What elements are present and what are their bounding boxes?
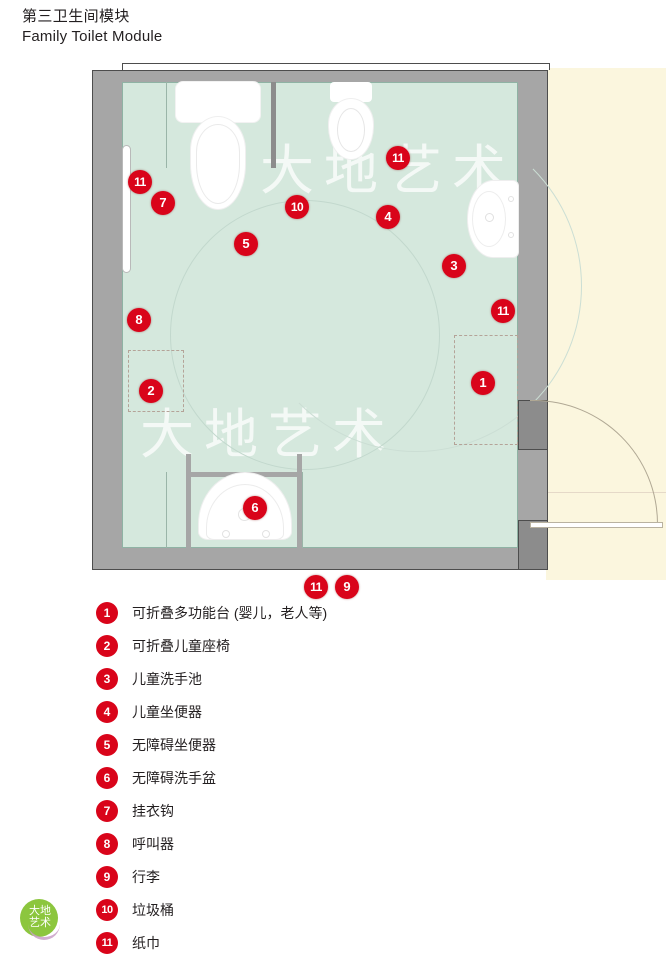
floor-divider-line-3 [302,472,303,548]
plan-marker-10: 10 [285,195,309,219]
legend-label-11: 纸巾 [132,934,160,951]
folding-child-seat-outline [128,350,184,412]
brand-logo: 大地 艺术 [20,899,62,941]
plan-marker-11: 11 [491,299,515,323]
legend-label-10: 垃圾桶 [132,901,174,918]
plan-marker-11: 11 [386,146,410,170]
logo-swoosh-icon [28,923,60,940]
door-jamb-lower [518,520,548,570]
plan-marker-5: 5 [234,232,258,256]
logo-text-line1: 大地 [29,904,51,917]
plan-marker-9: 9 [335,575,359,599]
plan-marker-8: 8 [127,308,151,332]
child-washbasin-tap-upper [508,196,514,202]
plan-marker-4: 4 [376,205,400,229]
legend-label-7: 挂衣钩 [132,802,174,819]
legend-badge-1: 1 [96,601,118,624]
accessible-washbasin-tap-left [222,530,230,538]
legend-row: 7 挂衣钩 [96,794,536,827]
legend-label-6: 无障碍洗手盆 [132,769,216,786]
floor-divider-line-2 [166,472,167,548]
washbasin-grab-bar-left [186,454,191,548]
legend-badge-8: 8 [96,832,118,855]
legend-label-9: 行李 [132,868,160,885]
legend-badge-5: 5 [96,733,118,756]
exterior-outline [122,63,550,70]
legend-row: 3 儿童洗手池 [96,662,536,695]
legend-label-5: 无障碍坐便器 [132,736,216,753]
partition-wall [271,82,276,168]
child-toilet-cistern [330,82,372,102]
legend-label-3: 儿童洗手池 [132,670,202,687]
legend-badge-4: 4 [96,700,118,723]
accessible-toilet-cistern [176,82,260,122]
page-title-chinese: 第三卫生间模块 [22,8,130,25]
washbasin-grab-bar-right [297,454,302,548]
legend-badge-2: 2 [96,634,118,657]
corridor-top-gap [546,60,666,68]
child-washbasin-drain [485,213,494,222]
legend-row: 10 垃圾桶 [96,893,536,926]
legend-row: 4 儿童坐便器 [96,695,536,728]
legend-label-4: 儿童坐便器 [132,703,202,720]
legend-label-8: 呼叫器 [132,835,174,852]
legend-badge-10: 10 [96,898,118,921]
child-toilet-seat [337,108,365,152]
legend: 1 可折叠多功能台 (婴儿，老人等) 2 可折叠儿童座椅 3 儿童洗手池 4 儿童坐便器 5 无障… [96,596,536,959]
plan-marker-6: 6 [243,496,267,520]
plan-marker-3: 3 [442,254,466,278]
legend-badge-3: 3 [96,667,118,690]
legend-badge-11: 11 [96,931,118,954]
legend-row: 9 行李 [96,860,536,893]
accessible-toilet-seat [196,124,240,204]
legend-label-1: 可折叠多功能台 (婴儿，老人等) [132,604,328,621]
plan-marker-7: 7 [151,191,175,215]
child-washbasin-tap-lower [508,232,514,238]
legend-badge-7: 7 [96,799,118,822]
legend-row: 1 可折叠多功能台 (婴儿，老人等) [96,596,536,629]
legend-badge-6: 6 [96,766,118,789]
legend-row: 11 纸巾 [96,926,536,959]
plan-marker-11: 11 [304,575,328,599]
folding-multifunction-table-outline [454,335,518,445]
floor-divider-line-1 [166,82,167,168]
plan-marker-11: 11 [128,170,152,194]
wall-grab-rail [122,145,131,273]
plan-marker-2: 2 [139,379,163,403]
legend-row: 6 无障碍洗手盆 [96,761,536,794]
page-title-english: Family Toilet Module [22,28,163,45]
legend-badge-9: 9 [96,865,118,888]
plan-marker-1: 1 [471,371,495,395]
legend-row: 8 呼叫器 [96,827,536,860]
door-leaf [530,522,663,528]
legend-row: 2 可折叠儿童座椅 [96,629,536,662]
legend-row: 5 无障碍坐便器 [96,728,536,761]
door-sweep-arc-interior [250,120,582,452]
legend-label-2: 可折叠儿童座椅 [132,637,230,654]
accessible-washbasin-tap-right [262,530,270,538]
title-block: 第三卫生间模块 Family Toilet Module [22,7,442,47]
